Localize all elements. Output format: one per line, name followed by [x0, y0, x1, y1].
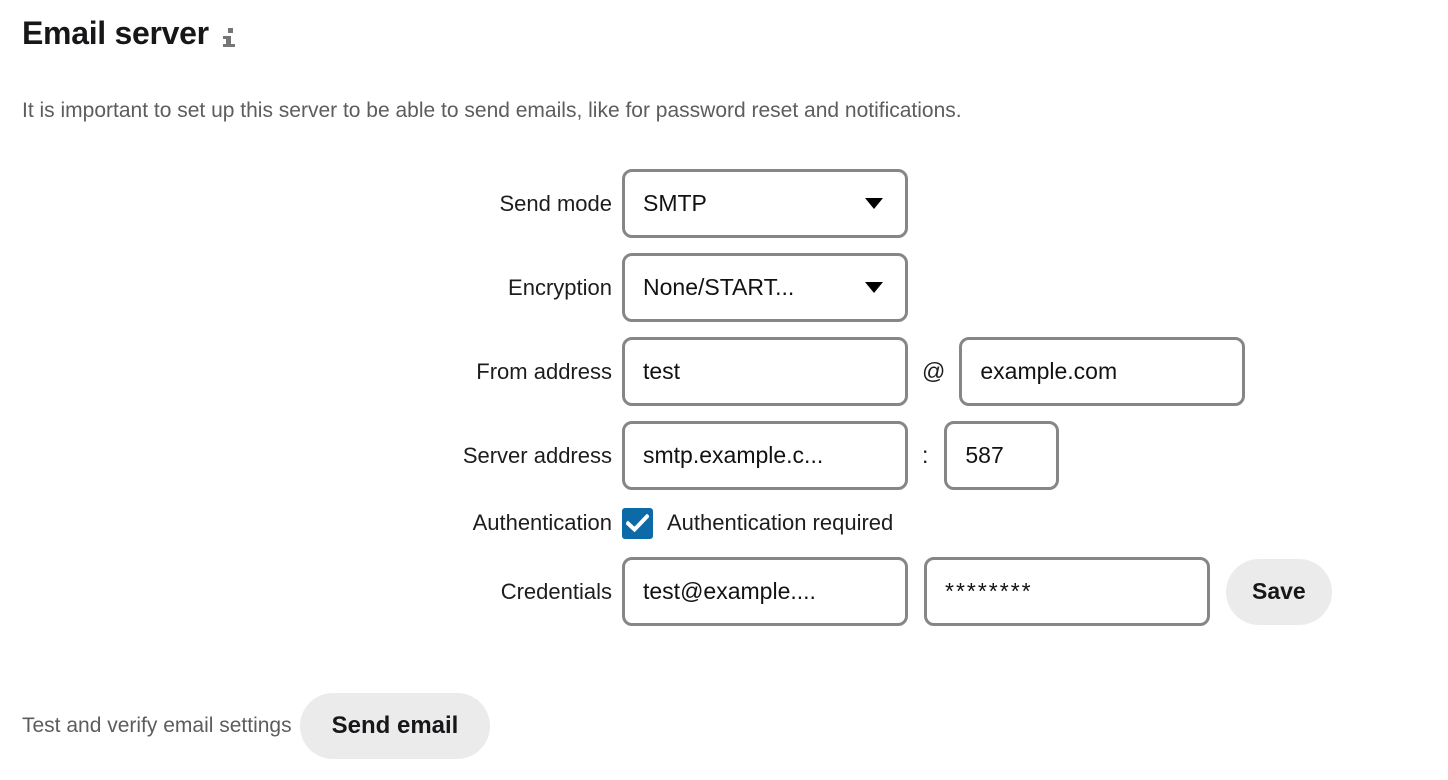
at-separator: @ [922, 358, 946, 384]
form-row-from-address: From address test @ example.com [0, 337, 1448, 406]
encryption-label: Encryption [508, 274, 612, 300]
form-row-server-address: Server address smtp.example.c... : 587 [0, 421, 1448, 490]
from-address-user-input[interactable]: test [622, 337, 908, 406]
send-mode-select[interactable]: SMTP [622, 169, 908, 238]
info-icon[interactable] [222, 25, 239, 49]
send-mode-label: Send mode [499, 190, 612, 216]
credentials-label: Credentials [500, 578, 612, 604]
page-description: It is important to set up this server to… [22, 99, 962, 122]
credentials-username-input[interactable]: test@example.... [622, 557, 908, 626]
server-host-input[interactable]: smtp.example.c... [622, 421, 908, 490]
check-icon [626, 513, 649, 532]
send-email-button[interactable]: Send email [299, 693, 491, 759]
chevron-down-icon [865, 198, 883, 209]
encryption-value: None/START... [643, 274, 795, 300]
page-header: Email server [22, 15, 239, 51]
colon-separator: : [922, 442, 929, 468]
form-row-encryption: Encryption None/START... [0, 253, 1448, 322]
send-mode-value: SMTP [643, 190, 707, 216]
page-title: Email server [22, 15, 209, 51]
from-address-label: From address [476, 358, 612, 384]
save-button[interactable]: Save [1226, 558, 1332, 625]
test-email-label: Test and verify email settings [22, 714, 292, 737]
encryption-select[interactable]: None/START... [622, 253, 908, 322]
authentication-required-label: Authentication required [667, 510, 894, 535]
test-email-row: Test and verify email settings Send emai… [22, 693, 491, 759]
authentication-required-checkbox[interactable] [622, 507, 653, 539]
from-address-domain-input[interactable]: example.com [959, 337, 1246, 406]
email-server-form: Send mode SMTP Encryption None/START... … [0, 169, 1448, 641]
form-row-credentials: Credentials test@example.... ******** Sa… [0, 557, 1448, 626]
credentials-password-input[interactable]: ******** [924, 557, 1210, 626]
form-row-send-mode: Send mode SMTP [0, 169, 1448, 238]
server-port-input[interactable]: 587 [944, 421, 1060, 490]
form-row-authentication: Authentication Authentication required [0, 505, 1448, 541]
authentication-label: Authentication [472, 510, 612, 535]
chevron-down-icon [865, 282, 883, 293]
server-address-label: Server address [462, 442, 612, 468]
